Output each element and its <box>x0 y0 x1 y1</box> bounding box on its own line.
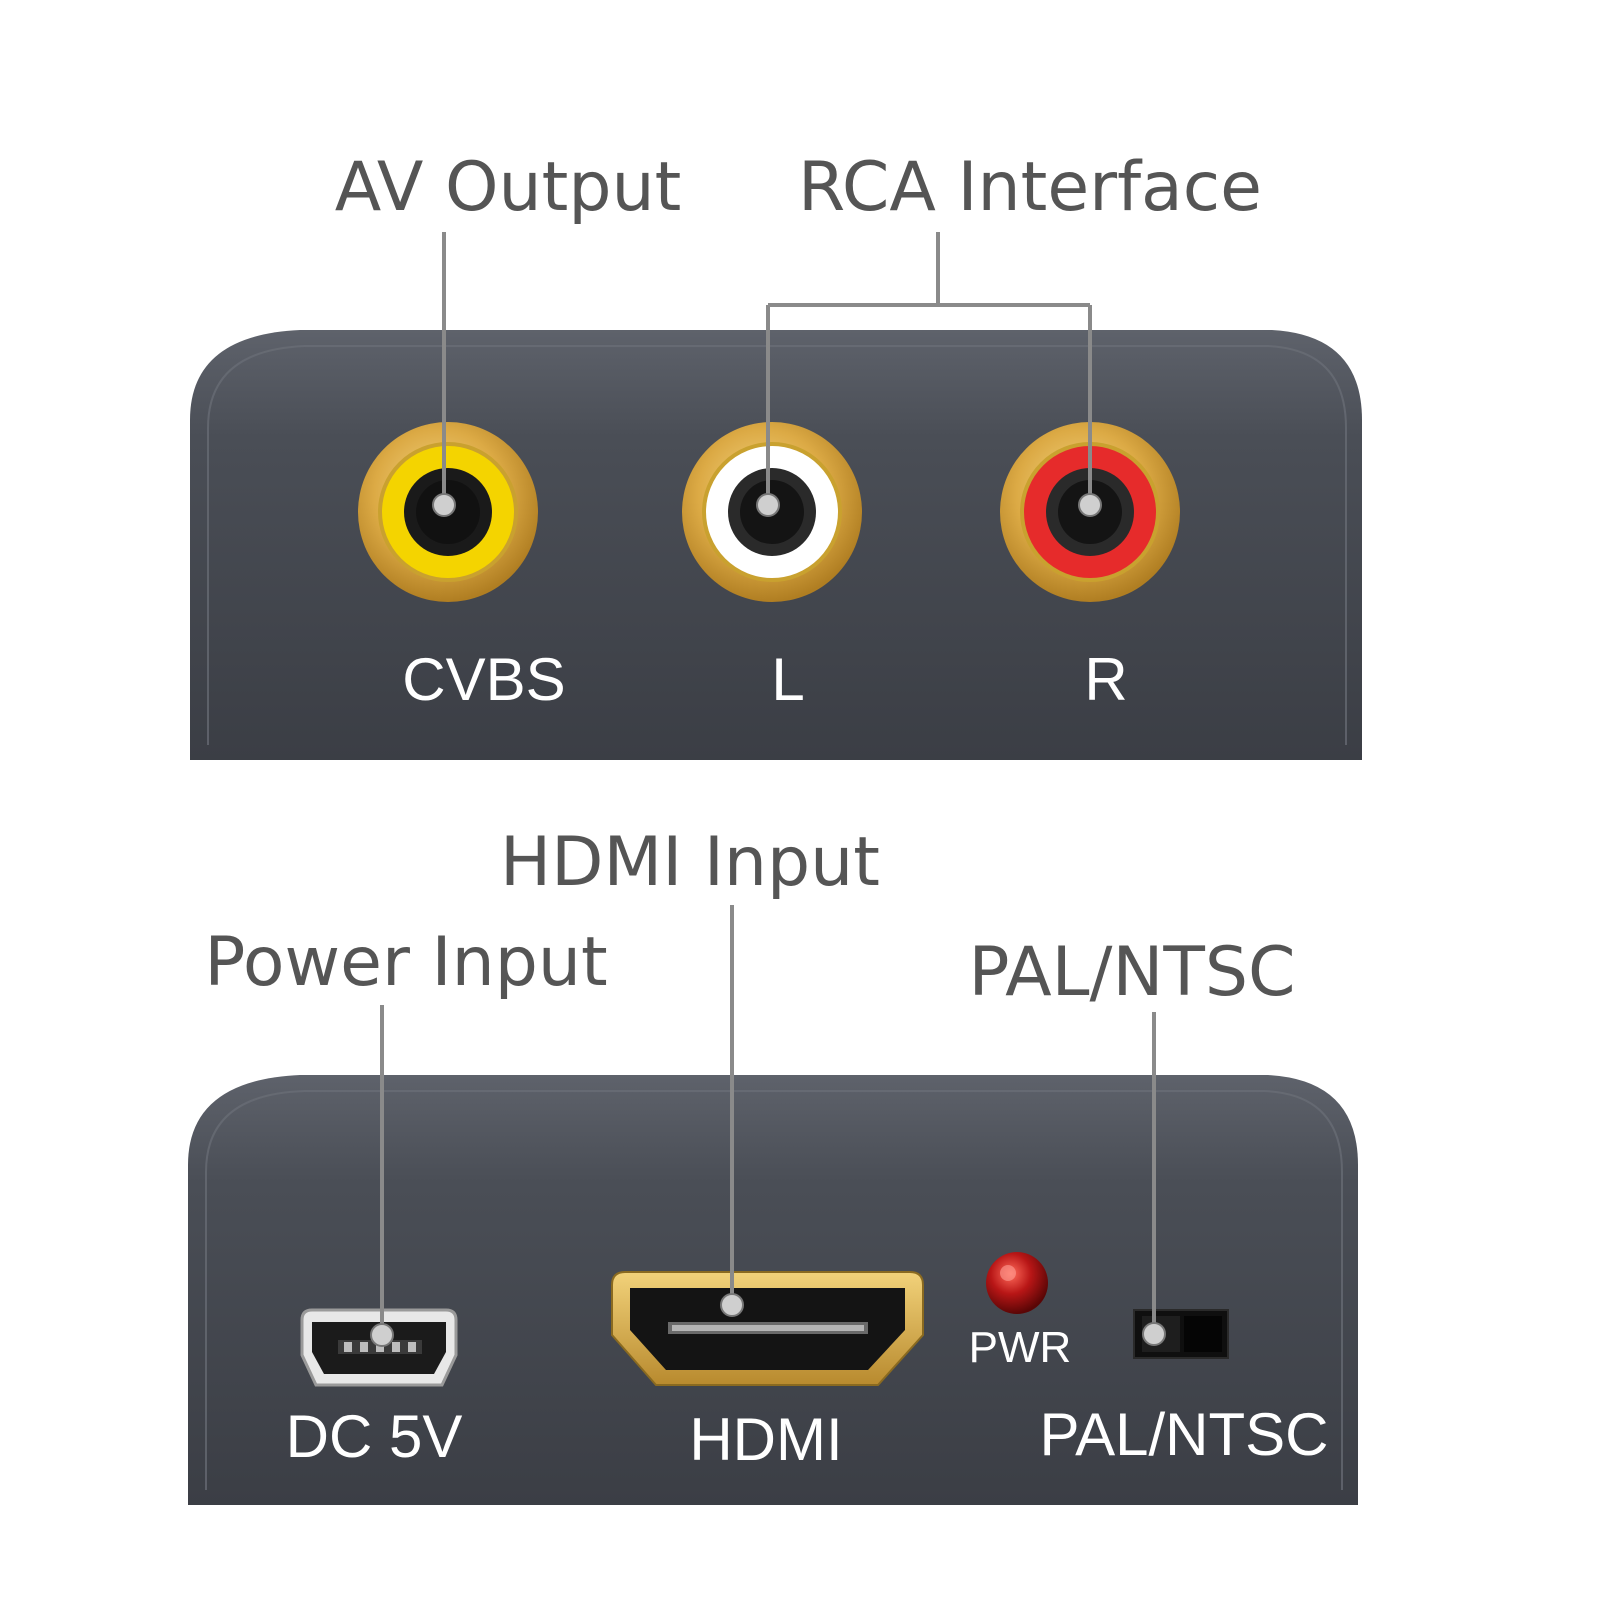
right-label: R <box>1084 646 1127 713</box>
rca-interface-callout: RCA Interface <box>798 148 1262 227</box>
left-label: L <box>771 646 804 713</box>
pwr-label: PWR <box>969 1323 1072 1372</box>
cvbs-label: CVBS <box>402 646 565 713</box>
av-output-leader <box>432 232 456 517</box>
hdmi-label: HDMI <box>689 1406 842 1473</box>
av-output-callout: AV Output <box>335 148 682 227</box>
top-panel: CVBS L R <box>190 330 1362 760</box>
dc-5v-label: DC 5V <box>286 1403 463 1470</box>
pwr-led <box>986 1252 1048 1314</box>
pal-ntsc-callout: PAL/NTSC <box>968 933 1295 1012</box>
rca-interface-leader <box>756 232 1102 517</box>
bottom-panel-bevel <box>205 1090 1343 1490</box>
power-input-callout: Power Input <box>204 923 607 1002</box>
top-panel-bevel <box>207 345 1347 745</box>
hdmi-input-callout: HDMI Input <box>500 823 880 902</box>
hdmi-port <box>611 1271 924 1386</box>
power-input-leader <box>370 1005 394 1347</box>
led-highlight <box>1000 1265 1016 1281</box>
hdmi-input-leader <box>720 905 744 1317</box>
pal-ntsc-leader <box>1142 1012 1166 1346</box>
bottom-panel: DC 5V HDMI PWR PAL/NTSC <box>188 1075 1358 1505</box>
mini-usb-port <box>300 1308 458 1387</box>
pal-ntsc-port-label: PAL/NTSC <box>1040 1401 1329 1468</box>
